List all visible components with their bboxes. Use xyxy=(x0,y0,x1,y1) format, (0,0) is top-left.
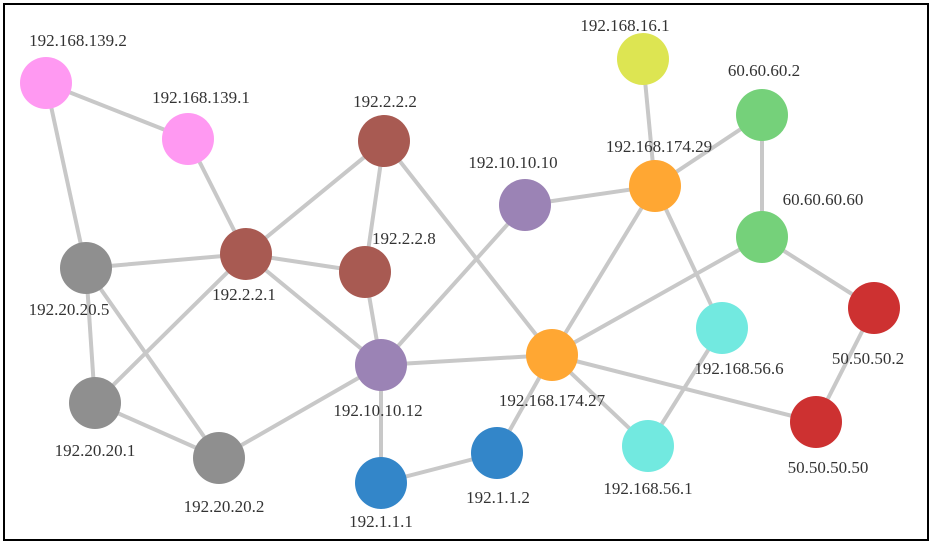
node-label-192-168-56-1: 192.168.56.1 xyxy=(603,479,692,498)
edge-192-2-2-1-to-192-20-20-1 xyxy=(93,252,248,405)
node-label-192-10-10-12: 192.10.10.12 xyxy=(333,401,422,420)
node-label-192-2-2-2: 192.2.2.2 xyxy=(353,92,417,111)
node-label-192-168-174-29: 192.168.174.29 xyxy=(606,137,712,156)
node-192-20-20-2[interactable] xyxy=(193,432,245,484)
edge-192-10-10-10-to-192-10-10-12 xyxy=(379,203,527,367)
edge-192-2-2-2-to-192-168-174-27 xyxy=(382,139,554,357)
node-label-192-1-1-2: 192.1.1.2 xyxy=(466,488,530,507)
node-50-50-50-50[interactable] xyxy=(790,396,842,448)
node-60-60-60-60[interactable] xyxy=(736,211,788,263)
node-192-1-1-2[interactable] xyxy=(471,427,523,479)
node-192-168-16-1[interactable] xyxy=(617,33,669,85)
node-label-192-10-10-10: 192.10.10.10 xyxy=(468,153,557,172)
node-label-192-168-174-27: 192.168.174.27 xyxy=(499,391,606,410)
node-50-50-50-2[interactable] xyxy=(848,282,900,334)
labels-layer: 192.168.139.2 192.168.139.1 192.2.2.2 192.2… xyxy=(29,16,905,531)
node-192-1-1-1[interactable] xyxy=(355,457,407,509)
node-label-192-20-20-2: 192.20.20.2 xyxy=(184,497,265,516)
node-label-192-168-56-6: 192.168.56.6 xyxy=(694,359,783,378)
node-label-192-2-2-1: 192.2.2.1 xyxy=(212,285,276,304)
edge-192-2-2-1-to-192-10-10-12 xyxy=(244,252,383,367)
edge-60-60-60-60-to-192-168-174-27 xyxy=(550,235,764,357)
node-192-168-139-1[interactable] xyxy=(162,113,214,165)
node-192-168-174-29[interactable] xyxy=(629,160,681,212)
edge-192-20-20-5-to-192-20-20-2 xyxy=(84,266,221,460)
edge-192-20-20-2-to-192-10-10-12 xyxy=(217,363,383,460)
node-label-50-50-50-50: 50.50.50.50 xyxy=(788,458,869,477)
node-label-192-168-16-1: 192.168.16.1 xyxy=(580,16,669,35)
edge-192-168-174-29-to-192-168-56-6 xyxy=(653,184,724,330)
node-192-168-56-6[interactable] xyxy=(696,302,748,354)
node-192-10-10-12[interactable] xyxy=(355,339,407,391)
nodes-layer xyxy=(20,33,900,509)
node-label-192-20-20-1: 192.20.20.1 xyxy=(55,441,136,460)
edge-192-2-2-2-to-192-2-2-1 xyxy=(244,139,386,256)
edge-192-20-20-5-to-192-2-2-1 xyxy=(84,252,248,270)
node-label-192-1-1-1: 192.1.1.1 xyxy=(349,512,413,531)
edge-192-168-139-2-to-192-20-20-5 xyxy=(44,81,88,270)
node-192-20-20-1[interactable] xyxy=(69,377,121,429)
node-192-168-56-1[interactable] xyxy=(622,420,674,472)
node-label-192-168-139-1: 192.168.139.1 xyxy=(152,88,250,107)
node-192-2-2-8[interactable] xyxy=(339,246,391,298)
node-192-168-139-2[interactable] xyxy=(20,57,72,109)
node-192-10-10-10[interactable] xyxy=(499,179,551,231)
node-192-2-2-1[interactable] xyxy=(220,228,272,280)
edge-192-10-10-12-to-192-168-174-27 xyxy=(379,353,554,367)
node-192-2-2-2[interactable] xyxy=(358,115,410,167)
edge-192-168-174-29-to-192-168-174-27 xyxy=(550,184,657,357)
node-192-168-174-27[interactable] xyxy=(526,329,578,381)
node-60-60-60-2[interactable] xyxy=(736,89,788,141)
node-label-192-2-2-8: 192.2.2.8 xyxy=(372,229,436,248)
node-label-50-50-50-2: 50.50.50.2 xyxy=(832,349,904,368)
node-label-60-60-60-60: 60.60.60.60 xyxy=(783,190,864,209)
node-192-20-20-5[interactable] xyxy=(60,242,112,294)
node-label-60-60-60-2: 60.60.60.2 xyxy=(728,61,800,80)
node-label-192-168-139-2: 192.168.139.2 xyxy=(29,31,127,50)
node-label-192-20-20-5: 192.20.20.5 xyxy=(29,300,110,319)
